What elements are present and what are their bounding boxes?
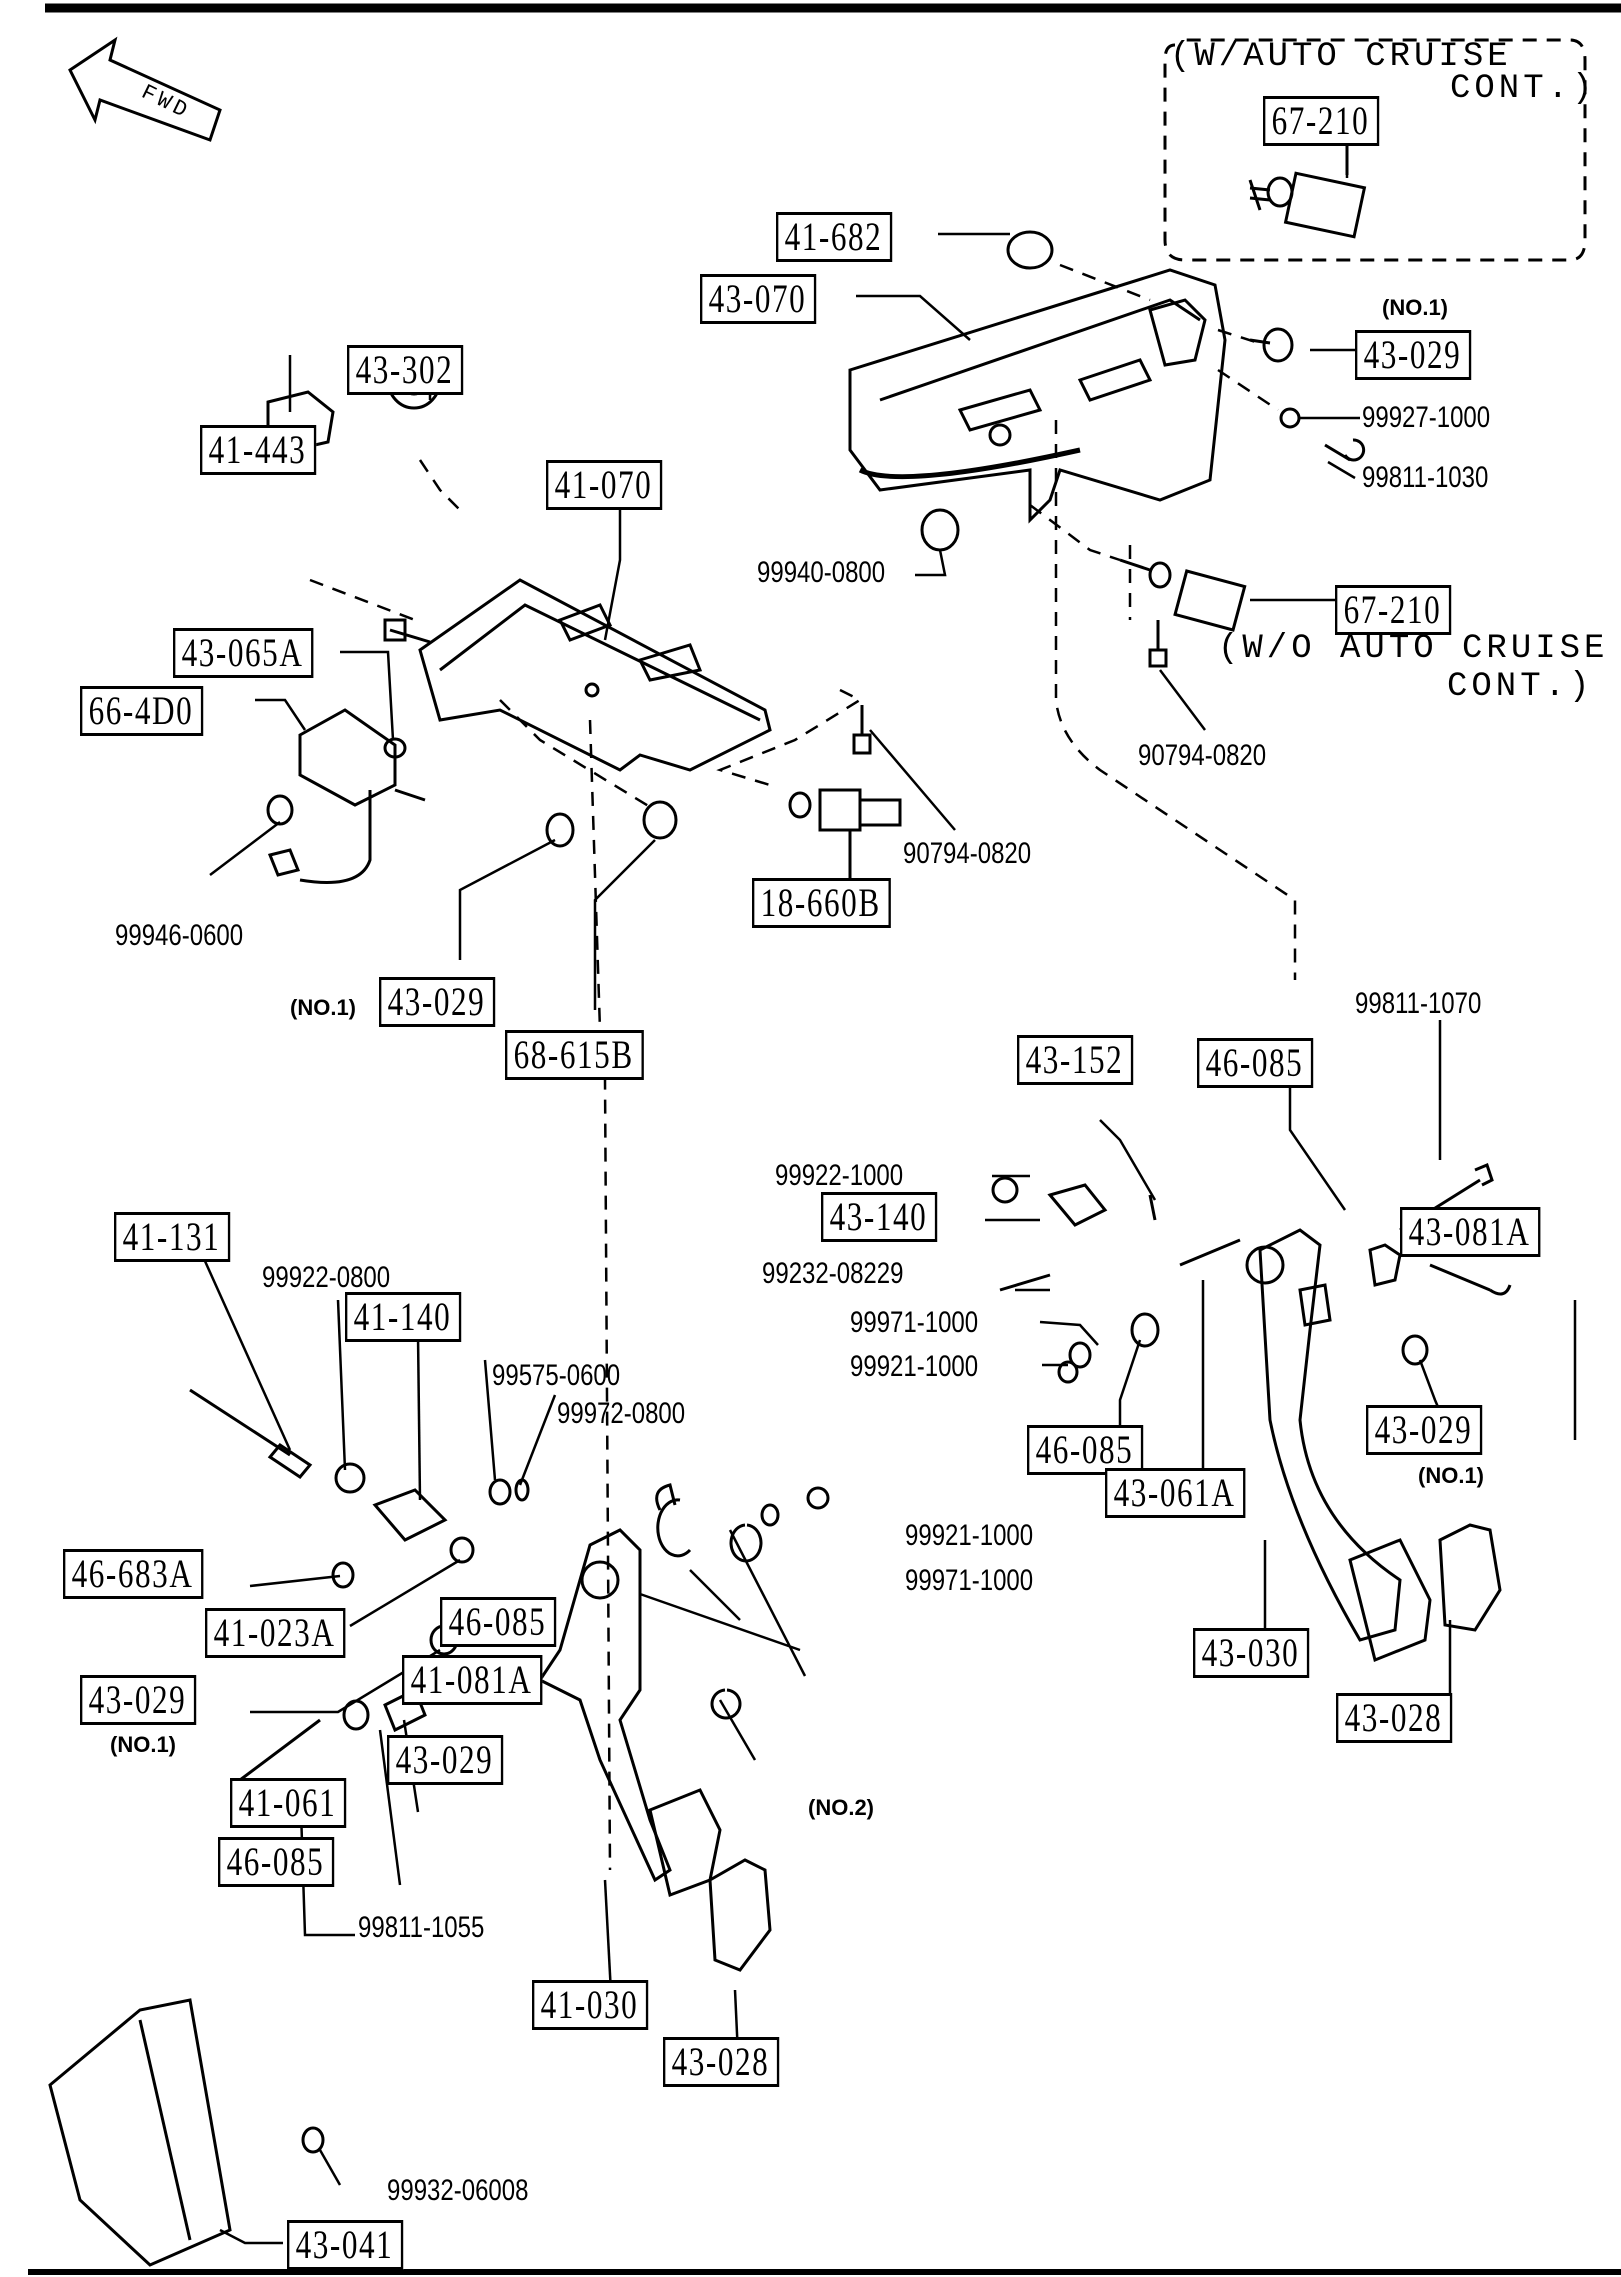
part-label-43-070[interactable]: 43-070	[700, 274, 817, 324]
note-no1-lower: (NO.1)	[110, 1732, 176, 1757]
hardware-99922-1000[interactable]: 99922-1000	[775, 1159, 904, 1192]
part-label-18-660b[interactable]: 18-660B	[752, 878, 891, 928]
sensor-66-4d0	[266, 708, 426, 884]
hardware-99811-1055[interactable]: 99811-1055	[358, 1911, 485, 1944]
part-label-67-210-inset[interactable]: 67-210	[1263, 96, 1380, 146]
part-label-41-443[interactable]: 41-443	[200, 425, 317, 475]
hardware-99932-06008[interactable]: 99932-06008	[387, 2174, 529, 2207]
note-no2: (NO.2)	[808, 1795, 874, 1820]
without-cruise-note-line1: (W/O AUTO CRUISE	[1218, 630, 1609, 668]
part-label-43-029-top[interactable]: 43-029	[1355, 330, 1472, 380]
hardware-99575-0600[interactable]: 99575-0600	[492, 1359, 621, 1392]
hardware-99971-1000-a[interactable]: 99971-1000	[850, 1306, 979, 1339]
part-label-41-682[interactable]: 41-682	[776, 212, 893, 262]
hardware-99972-0800[interactable]: 99972-0800	[557, 1397, 686, 1430]
lower-pedal-bracket	[266, 350, 772, 848]
part-label-46-085-a[interactable]: 46-085	[1197, 1038, 1314, 1088]
fwd-arrow-icon	[68, 36, 222, 142]
hardware-99922-0800[interactable]: 99922-0800	[262, 1261, 391, 1294]
part-label-43-041[interactable]: 43-041	[287, 2220, 404, 2270]
note-no1-top: (NO.1)	[1382, 295, 1448, 320]
part-label-41-131[interactable]: 41-131	[114, 1212, 231, 1262]
note-no1-right: (NO.1)	[1418, 1463, 1484, 1488]
part-label-43-140[interactable]: 43-140	[821, 1192, 938, 1242]
hardware-99921-1000-a[interactable]: 99921-1000	[850, 1350, 979, 1383]
part-label-43-028-right[interactable]: 43-028	[1336, 1693, 1453, 1743]
part-label-43-061a[interactable]: 43-061A	[1105, 1468, 1246, 1518]
part-label-41-030[interactable]: 41-030	[532, 1980, 649, 2030]
hardware-90794-0820-right[interactable]: 90794-0820	[1138, 739, 1267, 772]
part-label-43-152[interactable]: 43-152	[1017, 1035, 1134, 1085]
part-label-68-615b[interactable]: 68-615B	[505, 1030, 644, 1080]
part-label-43-065a[interactable]: 43-065A	[173, 628, 314, 678]
hardware-99921-1000-b[interactable]: 99921-1000	[905, 1519, 1034, 1552]
part-label-43-030[interactable]: 43-030	[1193, 1628, 1310, 1678]
brake-pedal	[991, 1162, 1512, 1663]
part-label-41-070[interactable]: 41-070	[546, 460, 663, 510]
part-label-41-081a[interactable]: 41-081A	[402, 1655, 543, 1705]
hardware-99940-0800[interactable]: 99940-0800	[757, 556, 886, 589]
part-label-46-085-b[interactable]: 46-085	[1027, 1425, 1144, 1475]
part-label-46-085-d[interactable]: 46-085	[218, 1837, 335, 1887]
stop-lamp-switch	[1119, 558, 1247, 632]
part-label-43-302[interactable]: 43-302	[347, 345, 464, 395]
part-label-46-683a[interactable]: 46-683A	[63, 1549, 204, 1599]
pad-43-028-right	[1438, 1523, 1502, 1632]
part-label-43-029-left[interactable]: 43-029	[379, 977, 496, 1027]
linkage-41-131	[189, 1388, 530, 1782]
hardware-99927-1000[interactable]: 99927-1000	[1362, 401, 1491, 434]
bushing-41-682	[1006, 230, 1054, 270]
hardware-90794-0820-mid[interactable]: 90794-0820	[903, 837, 1032, 870]
part-label-43-029-no2[interactable]: 43-029	[387, 1735, 504, 1785]
part-label-46-085-c[interactable]: 46-085	[440, 1597, 557, 1647]
pedal-cover-43-041	[48, 1998, 325, 2267]
hardware-99811-1070[interactable]: 99811-1070	[1355, 987, 1482, 1020]
hardware-99232-08229[interactable]: 99232-08229	[762, 1257, 904, 1290]
switch-18-660b	[788, 788, 902, 900]
clutch-pedal	[537, 1483, 830, 1972]
part-label-66-4d0[interactable]: 66-4D0	[80, 686, 204, 736]
upper-pedal-bracket	[848, 230, 1227, 524]
note-no1-left: (NO.1)	[290, 995, 356, 1020]
part-label-41-023a[interactable]: 41-023A	[205, 1608, 346, 1658]
pad-43-028-left	[708, 1858, 772, 1972]
without-cruise-note-line2: CONT.)	[1447, 668, 1594, 706]
part-label-41-140[interactable]: 41-140	[345, 1292, 462, 1342]
part-label-43-029-lower[interactable]: 43-029	[80, 1675, 197, 1725]
hardware-99811-1030[interactable]: 99811-1030	[1362, 461, 1489, 494]
hardware-99971-1000-b[interactable]: 99971-1000	[905, 1564, 1034, 1597]
part-label-43-029-right[interactable]: 43-029	[1366, 1405, 1483, 1455]
with-cruise-note-line2: CONT.)	[1450, 70, 1597, 108]
part-label-43-028-left[interactable]: 43-028	[663, 2037, 780, 2087]
part-label-41-061[interactable]: 41-061	[230, 1778, 347, 1828]
with-cruise-note-line1: (W/AUTO CRUISE	[1170, 38, 1512, 76]
hardware-99946-0600[interactable]: 99946-0600	[115, 919, 244, 952]
part-label-67-210-mid[interactable]: 67-210	[1335, 585, 1452, 635]
part-label-43-081a[interactable]: 43-081A	[1400, 1207, 1541, 1257]
